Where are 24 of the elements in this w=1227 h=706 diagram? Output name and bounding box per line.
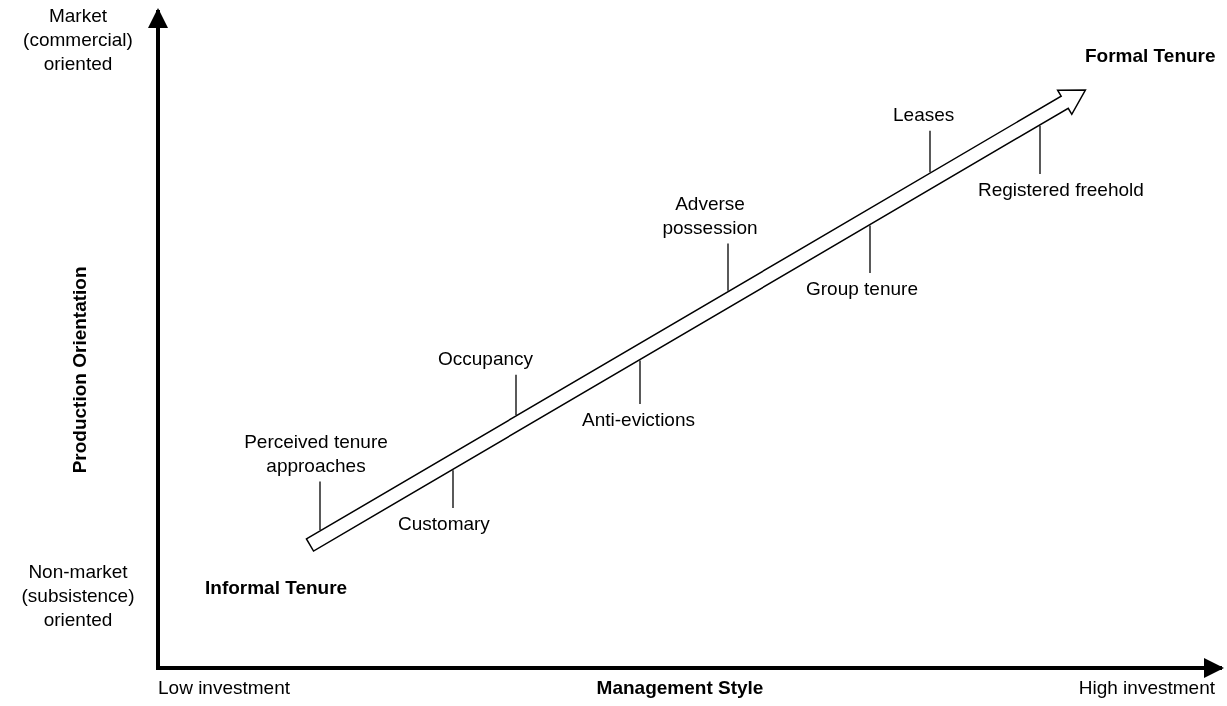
axis-end-label: Low investment — [158, 676, 291, 700]
leader-line — [727, 242, 729, 292]
tenure-label: Customary — [398, 512, 490, 536]
tenure-label: Perceived tenure approaches — [236, 430, 396, 478]
axis-end-label: Non-market (subsistence) oriented — [20, 560, 136, 632]
tenure-label: Group tenure — [806, 277, 918, 301]
leader-line — [639, 359, 641, 405]
tenure-label: Anti-evictions — [582, 408, 695, 432]
tenure-end-label: Formal Tenure — [1085, 44, 1217, 68]
tenure-label: Registered freehold — [978, 178, 1144, 202]
axis-end-label: High investment — [1077, 676, 1215, 700]
leader-line — [869, 224, 871, 274]
leader-line — [452, 469, 454, 509]
leader-line — [515, 374, 517, 416]
tenure-label: Adverse possession — [660, 192, 760, 240]
leader-line — [1039, 125, 1041, 175]
leader-line — [319, 480, 321, 531]
axis-title: Production Orientation — [68, 265, 92, 476]
tenure-label: Occupancy — [438, 347, 534, 371]
tenure-end-label: Informal Tenure — [205, 576, 349, 600]
axis-title: Management Style — [595, 676, 765, 700]
tenure-label: Leases — [893, 103, 955, 127]
leader-line — [929, 130, 931, 173]
axis-end-label: Market (commercial) oriented — [22, 4, 134, 76]
